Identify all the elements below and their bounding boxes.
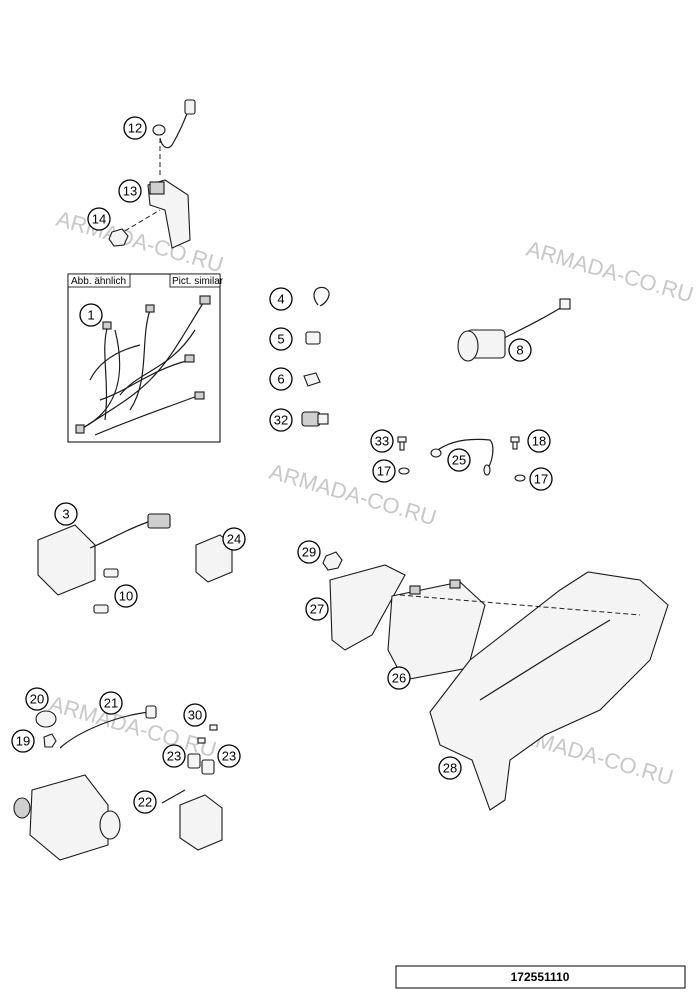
callout-18[interactable]: 18: [527, 429, 551, 453]
callout-3[interactable]: 3: [54, 502, 78, 526]
callout-29[interactable]: 29: [297, 540, 321, 564]
svg-text:23: 23: [222, 749, 236, 764]
part-19-nut: [43, 733, 57, 748]
callout-4[interactable]: 4: [269, 287, 293, 311]
callout-6[interactable]: 6: [269, 367, 293, 391]
svg-text:30: 30: [188, 708, 202, 723]
inset-label-de: Abb. ähnlich: [71, 276, 126, 287]
svg-text:12: 12: [128, 121, 142, 136]
svg-text:21: 21: [104, 696, 118, 711]
watermark: ARMADA-CO.RU: [524, 236, 697, 308]
part-13-bracket: [117, 179, 191, 249]
svg-text:19: 19: [16, 734, 30, 749]
svg-text:5: 5: [277, 332, 284, 347]
inset-label-en: Pict. similar: [172, 276, 224, 287]
svg-text:3: 3: [62, 507, 69, 522]
part-6-clip: [303, 372, 321, 387]
callout-17[interactable]: 17: [372, 459, 396, 483]
callout-22[interactable]: 22: [133, 790, 157, 814]
callout-24[interactable]: 24: [222, 527, 246, 551]
part-23-fuse: [187, 753, 201, 769]
part-22-relay: [161, 789, 223, 851]
callout-30[interactable]: 30: [183, 703, 207, 727]
svg-text:10: 10: [119, 589, 133, 604]
part-21-cable: [59, 705, 157, 749]
svg-text:13: 13: [123, 184, 137, 199]
part-4-cable-tie: [313, 286, 330, 307]
watermark: ARMADA-CO.RU: [267, 459, 440, 531]
svg-text:4: 4: [277, 292, 284, 307]
wiring-harness-inset: Abb. ähnlich Pict. similar: [67, 273, 224, 443]
callout-14[interactable]: 14: [87, 207, 111, 231]
svg-text:8: 8: [516, 343, 523, 358]
part-14-nut: [108, 228, 129, 247]
part-23-fuse: [201, 759, 215, 775]
svg-text:32: 32: [274, 413, 288, 428]
part-17-washer: [398, 467, 410, 475]
svg-text:27: 27: [310, 602, 324, 617]
callout-20[interactable]: 20: [25, 687, 49, 711]
part-20-cap: [35, 710, 57, 728]
starter-motor: [13, 774, 121, 861]
svg-text:24: 24: [227, 532, 241, 547]
svg-text:17: 17: [377, 464, 391, 479]
part-26-battery: [387, 579, 486, 681]
watermark: ARMADA-CO.RU: [54, 206, 227, 278]
svg-text:14: 14: [92, 212, 106, 227]
part-3-voltage-regulator: [37, 513, 171, 596]
callout-12[interactable]: 12: [123, 116, 147, 140]
part-10-bolt: [93, 568, 119, 614]
callout-23[interactable]: 23: [217, 744, 241, 768]
part-25-ground-cable: [430, 438, 494, 476]
callout-17[interactable]: 17: [529, 467, 553, 491]
svg-text:23: 23: [167, 749, 181, 764]
callout-10[interactable]: 10: [114, 584, 138, 608]
part-24-relay-holder: [195, 534, 233, 583]
part-5-clip: [305, 331, 321, 345]
part-8-horn: [457, 298, 571, 362]
part-29-nut: [322, 551, 343, 571]
svg-text:28: 28: [443, 761, 457, 776]
callout-28[interactable]: 28: [438, 756, 462, 780]
drawing-code: 172551110: [511, 970, 570, 984]
svg-text:6: 6: [277, 372, 284, 387]
callout-23[interactable]: 23: [162, 744, 186, 768]
callout-19[interactable]: 19: [11, 729, 35, 753]
part-27-battery-bracket: [329, 564, 406, 651]
callout-26[interactable]: 26: [387, 666, 411, 690]
callout-32[interactable]: 32: [269, 408, 293, 432]
svg-text:22: 22: [138, 795, 152, 810]
part-17-washer: [514, 474, 526, 482]
part-28-rear-fender-frame: [399, 571, 669, 811]
callout-21[interactable]: 21: [99, 691, 123, 715]
part-32-connector: [301, 411, 329, 427]
callout-25[interactable]: 25: [447, 448, 471, 472]
svg-text:33: 33: [375, 434, 389, 449]
callout-1[interactable]: 1: [79, 303, 103, 327]
callout-27[interactable]: 27: [305, 597, 329, 621]
part-33-screw: [397, 436, 407, 451]
callout-5[interactable]: 5: [269, 327, 293, 351]
callout-13[interactable]: 13: [118, 179, 142, 203]
watermark: ARMADA-CO.RU: [47, 691, 220, 763]
svg-text:18: 18: [532, 434, 546, 449]
callout-8[interactable]: 8: [508, 338, 532, 362]
svg-text:20: 20: [30, 692, 44, 707]
svg-text:26: 26: [392, 671, 406, 686]
svg-text:1: 1: [87, 308, 94, 323]
svg-text:17: 17: [534, 472, 548, 487]
part-12-sensor-cable: [152, 99, 196, 178]
part-18-screw: [510, 436, 520, 450]
callout-33[interactable]: 33: [370, 429, 394, 453]
svg-text:29: 29: [302, 545, 316, 560]
svg-text:25: 25: [452, 453, 466, 468]
part-30-screw: [197, 724, 218, 744]
footer-code-box: 172551110: [395, 965, 686, 989]
